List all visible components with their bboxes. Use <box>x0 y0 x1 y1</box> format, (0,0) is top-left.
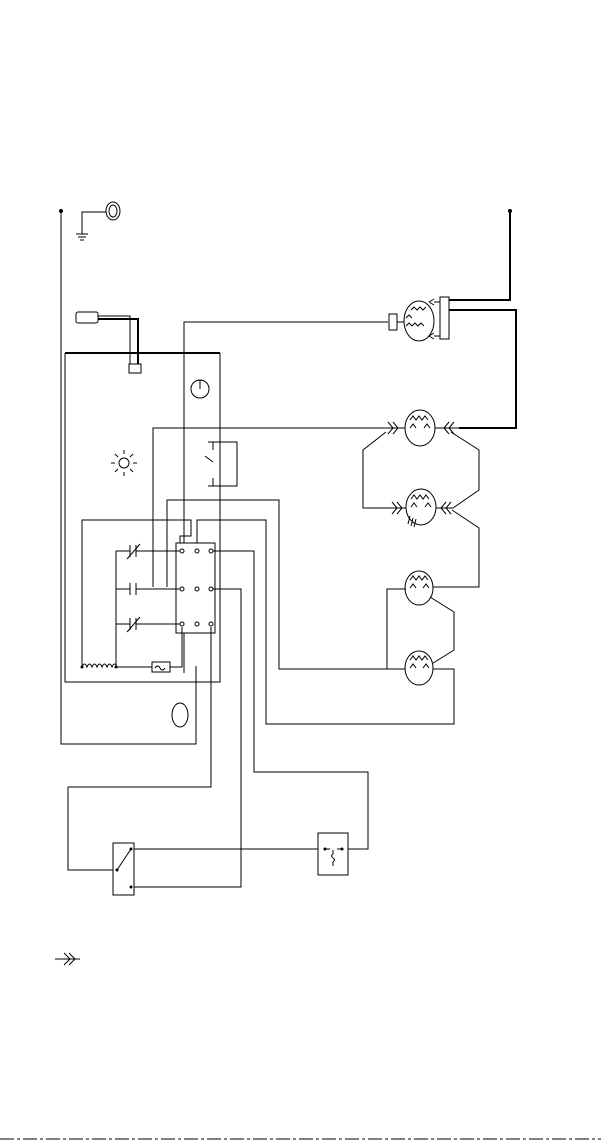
dial-icon <box>191 380 209 398</box>
light-bulb-icon <box>111 450 137 476</box>
wire-right-loop <box>449 310 516 428</box>
terminal-dot <box>59 209 512 213</box>
selector-switch-icon <box>113 843 134 895</box>
ground-icon <box>76 212 106 240</box>
motor-icon <box>404 301 434 341</box>
wire-to-thermostat <box>213 551 368 849</box>
wire-to-selector-bottom <box>134 589 241 887</box>
wire-right-main <box>449 211 510 300</box>
wire-motor3-right <box>433 510 479 587</box>
wire-motor4-left <box>387 589 406 669</box>
motor-icon <box>405 571 433 605</box>
plug-icon <box>76 312 138 364</box>
wire-motor2-right <box>451 432 479 508</box>
wire-motor2-left <box>363 432 388 508</box>
wire-left-main <box>61 211 196 744</box>
lamp-icon <box>106 202 120 220</box>
motor-icon <box>405 410 435 446</box>
relay-contact-icon <box>116 544 180 632</box>
thermostat-icon <box>318 833 348 875</box>
motor-icon <box>406 489 436 527</box>
switch-icon <box>205 442 237 486</box>
motor-icon <box>405 651 433 685</box>
connector-legend-icon <box>55 953 80 965</box>
motor-arrows <box>434 302 440 336</box>
knob-icon <box>172 703 188 727</box>
plug-connector-top <box>389 314 397 330</box>
connector-icon <box>129 364 141 373</box>
fuse-icon <box>152 662 170 672</box>
terminal-strip <box>440 297 449 339</box>
wire-to-selector-left <box>68 627 211 870</box>
wire-motor4-right <box>430 597 454 665</box>
